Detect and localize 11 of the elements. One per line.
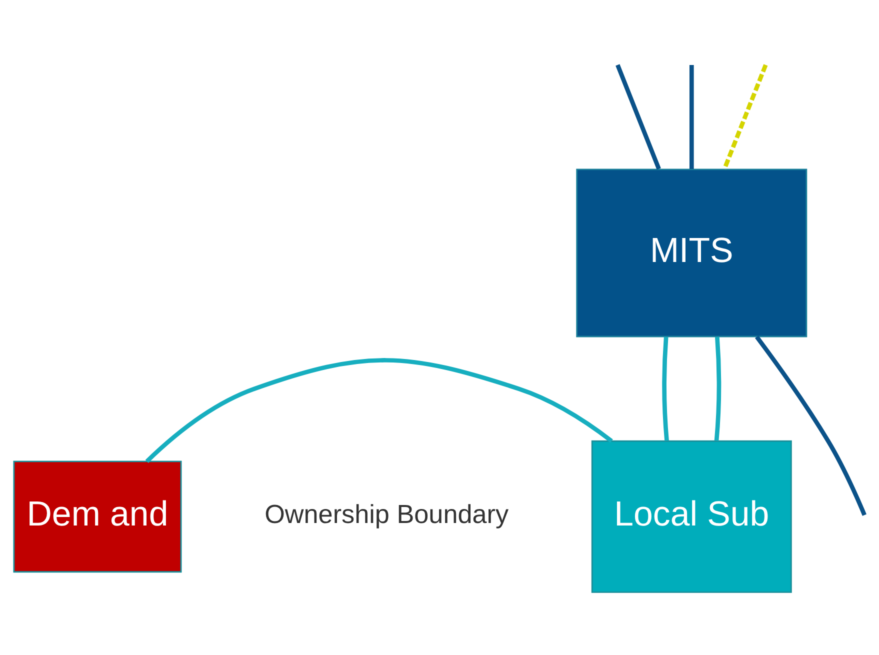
connector [689, 64, 694, 168]
connector [714, 336, 722, 440]
connector [145, 358, 613, 462]
node-box: Local Sub [591, 440, 792, 592]
label: Ownership Boundary [264, 498, 509, 529]
node-box: MITS [576, 168, 808, 337]
connector [755, 335, 866, 516]
connector [722, 64, 768, 170]
connector [616, 64, 661, 170]
connector [662, 336, 669, 440]
node-box: Dem and [13, 460, 182, 572]
